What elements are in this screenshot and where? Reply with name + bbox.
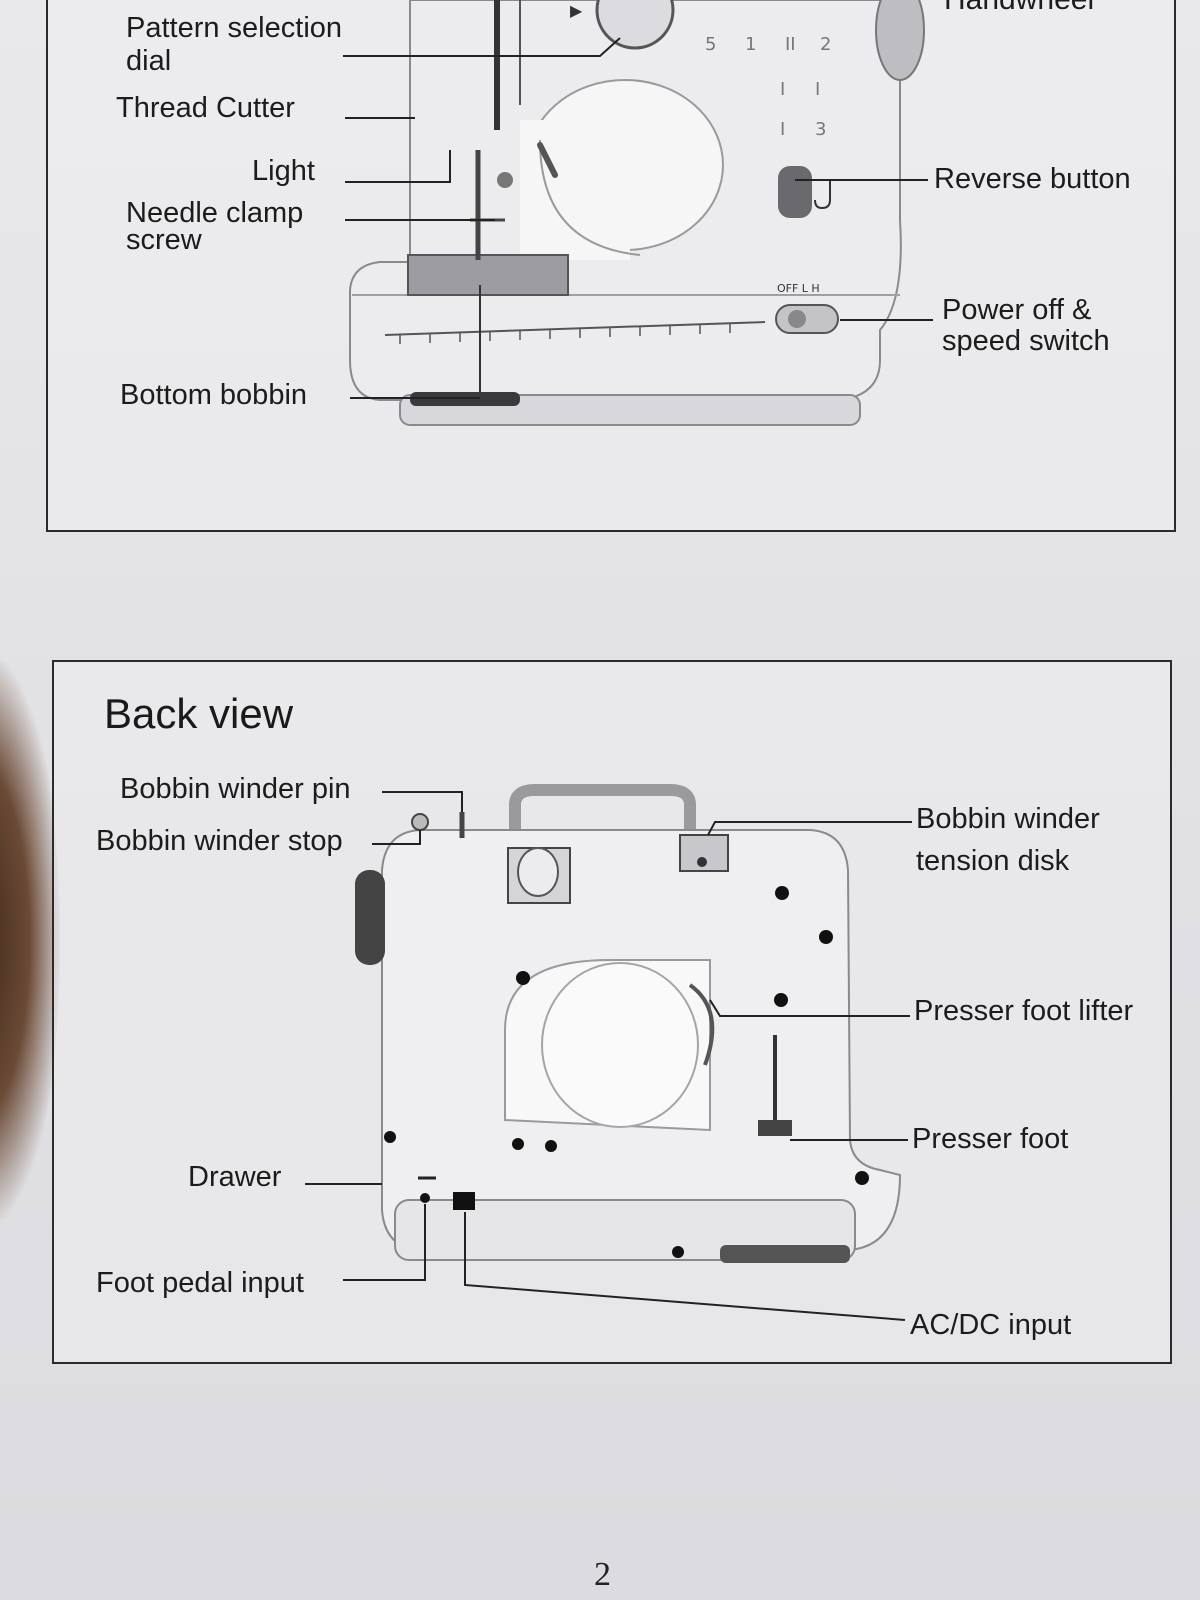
svg-text:2: 2 xyxy=(820,34,831,55)
label-thread-cutter: Thread Cutter xyxy=(116,92,295,124)
label-power-speed-switch: Power off & speed switch xyxy=(942,294,1110,357)
label-ac-dc-input: AC/DC input xyxy=(910,1309,1072,1341)
label-bobbin-winder-stop: Bobbin winder stop xyxy=(96,825,343,857)
svg-text:I: I xyxy=(815,79,820,100)
svg-text:I: I xyxy=(780,79,785,100)
label-needle-clamp-screw: Needle clamp screw xyxy=(126,197,304,256)
front-leader-lines xyxy=(343,37,933,399)
label-bobbin-winder-pin: Bobbin winder pin xyxy=(120,773,351,805)
svg-text:▶: ▶ xyxy=(570,1,583,20)
label-pattern-selection-dial: Pattern selection dial xyxy=(126,12,343,77)
label-drawer: Drawer xyxy=(188,1161,282,1193)
label-light: Light xyxy=(252,155,315,187)
page-number: 2 xyxy=(594,1556,611,1593)
svg-text:I: I xyxy=(780,119,785,140)
svg-text:5: 5 xyxy=(705,34,716,55)
label-handwheel: Handwheel xyxy=(944,0,1094,15)
back-view-heading: Back view xyxy=(104,690,294,737)
label-foot-pedal-input: Foot pedal input xyxy=(96,1267,304,1299)
svg-text:3: 3 xyxy=(815,119,826,140)
switch-marking: OFF L H xyxy=(777,282,820,295)
svg-text:1: 1 xyxy=(745,34,756,55)
label-reverse-button: Reverse button xyxy=(934,163,1131,195)
label-bobbin-winder-tension-disk: Bobbin winder tension disk xyxy=(916,803,1100,877)
svg-text:II: II xyxy=(785,34,796,55)
label-presser-foot-lifter: Presser foot lifter xyxy=(914,995,1134,1027)
label-presser-foot: Presser foot xyxy=(912,1123,1069,1155)
label-bottom-bobbin: Bottom bobbin xyxy=(120,379,308,411)
hand-shadow xyxy=(0,660,60,1220)
